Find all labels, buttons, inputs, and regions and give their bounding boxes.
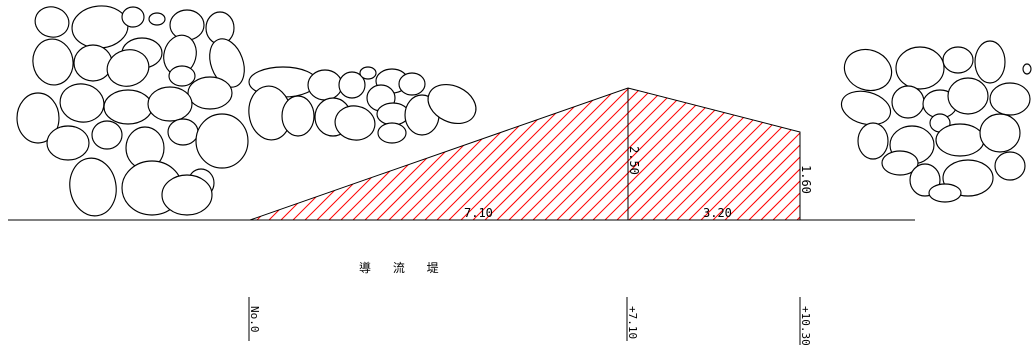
hatch-line <box>635 88 787 220</box>
hatch-line <box>659 88 800 220</box>
station-label-mid: +7.10 <box>626 306 639 339</box>
left-base-dimension: 7.10 <box>464 206 493 220</box>
hatch-line <box>551 88 703 220</box>
hatch-line <box>527 88 679 220</box>
hatch-line <box>539 88 691 220</box>
hatch-line <box>755 88 800 220</box>
crest-height-dimension: 2.50 <box>627 146 641 175</box>
right-base-dimension: 3.20 <box>703 206 732 220</box>
left-riprap-stones <box>16 5 477 217</box>
hatch-line <box>599 88 751 220</box>
hatch-line <box>695 88 800 220</box>
hatch-line <box>623 88 775 220</box>
station-markers: No.0 +7.10 +10.30 <box>248 297 812 346</box>
station-label-start: No.0 <box>248 306 261 333</box>
hatch-line <box>731 88 800 220</box>
hatch-line <box>503 88 655 220</box>
hatch-line <box>575 88 727 220</box>
right-riprap-stones <box>840 40 1032 203</box>
end-height-dimension: 1.60 <box>799 165 813 194</box>
hatch-line <box>719 88 800 220</box>
hatch-line <box>647 88 799 220</box>
hatch-line <box>707 88 800 220</box>
hatch-line <box>455 88 607 220</box>
hatch-line <box>683 88 800 220</box>
drawing-title: 導 流 堤 <box>359 261 448 275</box>
hatch-line <box>491 88 643 220</box>
hatch-line <box>467 88 619 220</box>
hatch-line <box>479 88 631 220</box>
hatch-line <box>767 88 800 220</box>
hatch-line <box>515 88 667 220</box>
station-label-end: +10.30 <box>799 306 812 346</box>
hatch-line <box>587 88 739 220</box>
hatch-line <box>743 88 800 220</box>
embankment-outline <box>249 87 801 221</box>
